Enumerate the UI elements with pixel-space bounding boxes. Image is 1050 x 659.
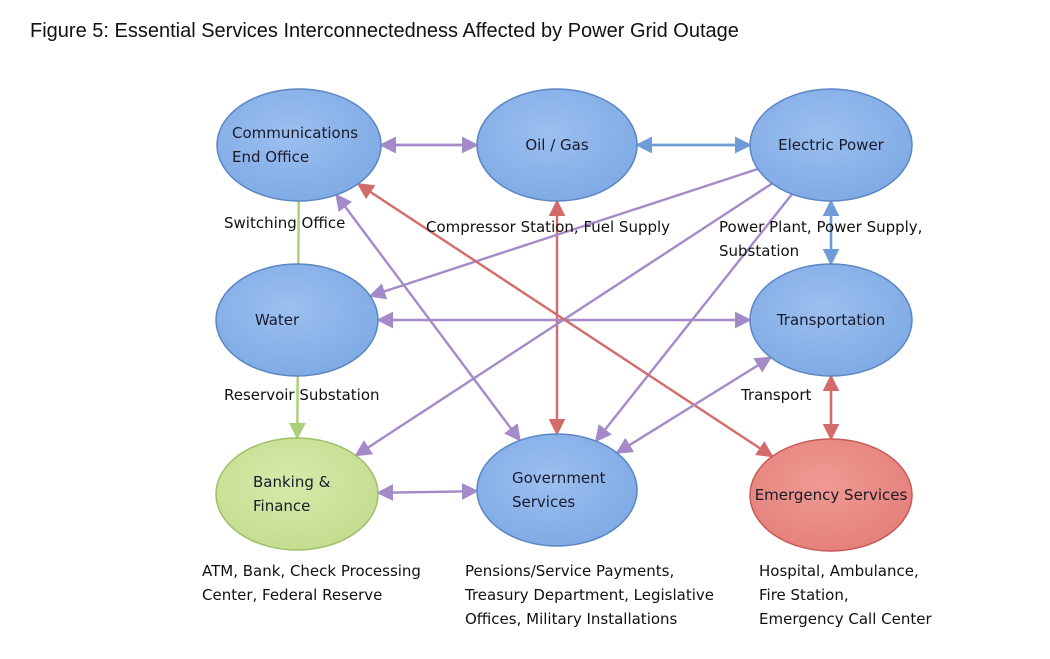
node-electric-power: Electric Power — [749, 88, 913, 202]
node-government-label: Services — [512, 493, 575, 511]
captions-layer: Switching Office Compressor Station, Fuel… — [202, 214, 932, 628]
node-banking-label: Finance — [253, 497, 310, 515]
node-banking-label: Banking & — [253, 473, 331, 491]
node-government-label: Government — [512, 469, 606, 487]
edges-layer — [288, 136, 840, 501]
node-communications-label: End Office — [232, 148, 309, 166]
node-emergency-label: Emergency Services — [755, 486, 908, 504]
caption-banking: Center, Federal Reserve — [202, 586, 382, 604]
caption-emergency: Hospital, Ambulance, — [759, 562, 919, 580]
caption-communications: Switching Office — [224, 214, 345, 232]
node-oil-gas-shape — [476, 88, 638, 202]
caption-oil-gas: Compressor Station, Fuel Supply — [426, 218, 670, 236]
node-emergency: Emergency Services — [749, 438, 913, 552]
node-electric-power-label: Electric Power — [778, 136, 885, 154]
node-water-shape — [215, 263, 379, 377]
node-banking-shape — [215, 437, 379, 551]
caption-water: Reservoir Substation — [224, 386, 380, 404]
caption-transportation: Transport — [740, 386, 812, 404]
node-communications-label: Communications — [232, 124, 358, 142]
node-water-label: Water — [255, 311, 300, 329]
edge-banking-government — [376, 483, 479, 501]
caption-emergency: Fire Station, — [759, 586, 849, 604]
caption-electric-power: Power Plant, Power Supply, — [719, 218, 922, 236]
node-oil-gas: Oil / Gas — [476, 88, 638, 202]
figure-title: Figure 5: Essential Services Interconnec… — [30, 20, 739, 42]
node-transportation-shape — [749, 263, 913, 377]
node-water: Water — [215, 263, 379, 377]
node-banking: Banking & Finance — [215, 437, 379, 551]
caption-emergency: Emergency Call Center — [759, 610, 932, 628]
edge-transportation-government — [615, 356, 773, 454]
node-oil-gas-label: Oil / Gas — [525, 136, 589, 154]
node-electric-power-shape — [749, 88, 913, 202]
caption-banking: ATM, Bank, Check Processing — [202, 562, 421, 580]
node-emergency-shape — [749, 438, 913, 552]
caption-government: Treasury Department, Legislative — [464, 586, 714, 604]
caption-electric-power: Substation — [719, 242, 799, 260]
caption-government: Offices, Military Installations — [465, 610, 678, 628]
node-communications-shape — [216, 88, 382, 202]
node-transportation-label: Transportation — [776, 311, 885, 329]
node-transportation: Transportation — [749, 263, 913, 377]
caption-government: Pensions/Service Payments, — [465, 562, 674, 580]
node-government-shape — [476, 433, 638, 547]
